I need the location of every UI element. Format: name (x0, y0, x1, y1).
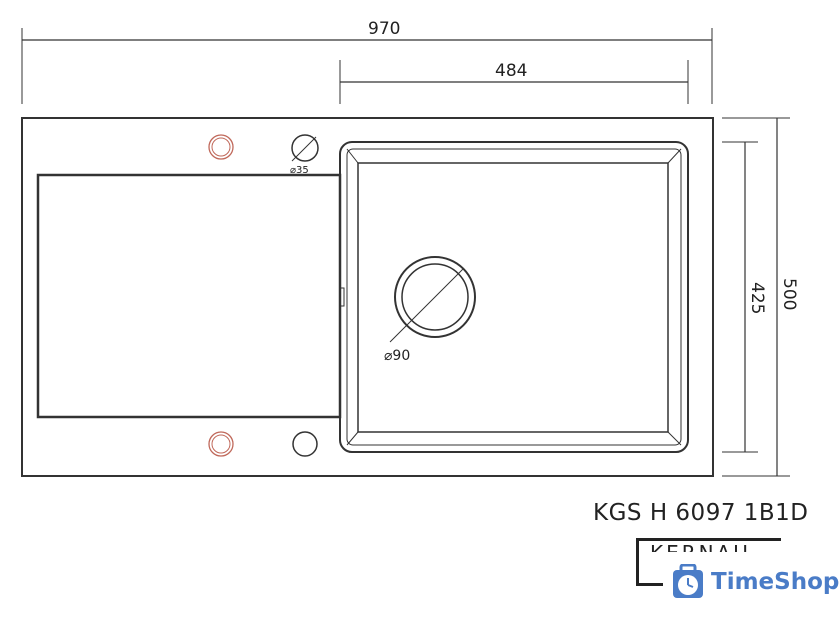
drainboard (36, 173, 342, 419)
dim-425-label: 425 (747, 282, 767, 314)
dimension-425: 425 (722, 141, 767, 453)
brand-logo: KERNAU (650, 541, 751, 552)
overflow-hole (292, 431, 318, 457)
drain-label: ⌀90 (384, 348, 410, 364)
sink-outline (21, 117, 714, 477)
watermark: TimeShop (663, 562, 840, 604)
dimension-970: 970 (21, 19, 713, 104)
clock-bag-icon (673, 564, 703, 598)
dimension-484: 484 (339, 60, 689, 104)
dimension-500: 500 (722, 117, 799, 477)
dim-484-label: 484 (495, 61, 527, 81)
drain-hole: ⌀90 (384, 256, 476, 364)
dim-970-label: 970 (368, 19, 400, 39)
tap-hole: ⌀35 (290, 134, 319, 176)
accessory-holes (208, 134, 234, 457)
watermark-text: TimeShop (711, 569, 840, 595)
bowl (339, 141, 689, 453)
model-name: KGS H 6097 1B1D (593, 500, 809, 526)
dim-500-label: 500 (779, 278, 799, 310)
tap-hole-label: ⌀35 (290, 165, 309, 176)
